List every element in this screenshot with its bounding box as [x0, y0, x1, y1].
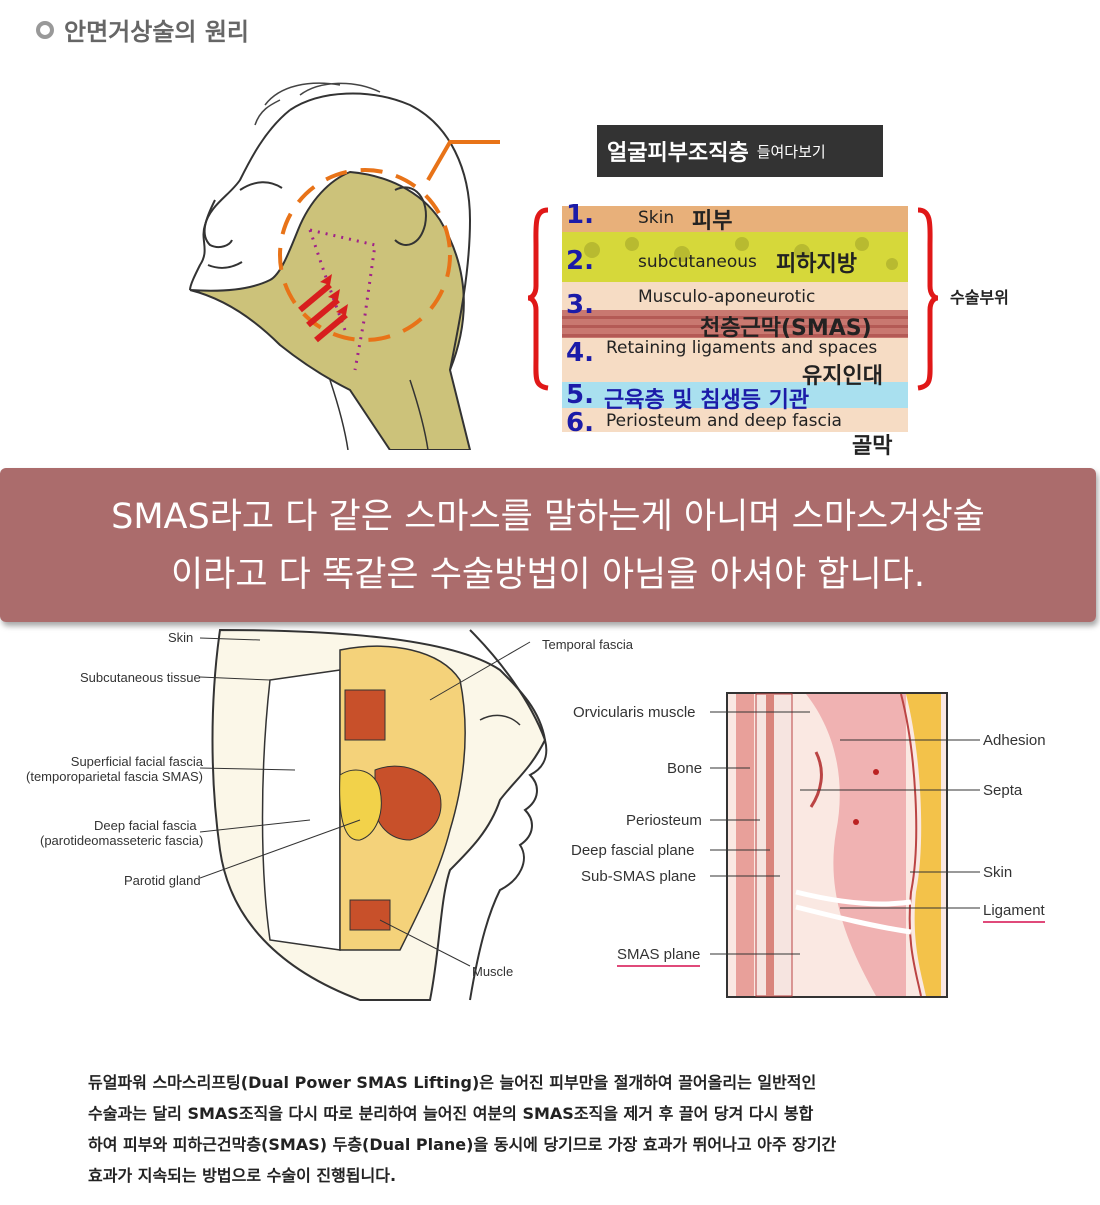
smas-top-band	[562, 282, 908, 310]
banner-line-2: 이라고 다 똑같은 수술방법이 아님을 아셔야 합니다.	[170, 555, 926, 595]
layer-3-en: Musculo-aponeurotic	[638, 287, 816, 307]
layer-6-en: Periosteum and deep fascia	[606, 411, 842, 431]
label-superficial-fascia-line2: (temporoparietal fascia SMAS)	[26, 769, 204, 784]
layer-1-number: 1.	[566, 200, 594, 230]
description-line-1: 듀얼파워 스마스리프팅(Dual Power SMAS Lifting)은 늘어…	[88, 1073, 817, 1092]
label-adhesion: Adhesion	[983, 732, 1046, 749]
surgery-area-label: 수술부위	[950, 288, 1009, 307]
ligament-layer-band	[562, 338, 908, 382]
label-parotid: Parotid gland	[124, 873, 201, 888]
layer-1-en: Skin	[638, 208, 675, 228]
callout-title: 얼굴피부조직층 들여다보기	[597, 125, 883, 177]
label-subcutaneous: Subcutaneous tissue	[80, 670, 201, 685]
description-line-2: 수술과는 달리 SMAS조직을 다시 따로 분리하여 늘어진 여분의 SMAS조…	[88, 1104, 814, 1123]
label-septa: Septa	[983, 782, 1023, 799]
notice-banner: SMAS라고 다 같은 스마스를 말하는게 아니며 스마스거상술 이라고 다 똑…	[0, 468, 1096, 622]
label-bone: Bone	[667, 760, 703, 777]
callout-main-label: 얼굴피부조직층	[607, 141, 749, 166]
label-orbicularis: Orvicularis muscle	[573, 704, 696, 721]
label-deep-fascial-plane: Deep fascial plane	[571, 842, 695, 859]
label-deep-fascia-line1: Deep facial fascia	[94, 818, 197, 833]
fat-globules	[584, 237, 898, 270]
label-muscle: Muscle	[472, 964, 514, 979]
description-text: 듀얼파워 스마스리프팅(Dual Power SMAS Lifting)은 늘어…	[88, 1067, 1018, 1191]
layer-4-ko: 유지인대	[802, 364, 883, 389]
description-line-4: 효과가 지속되는 방법으로 수술이 진행됩니다.	[88, 1166, 397, 1185]
layer-6-number: 6.	[566, 408, 594, 438]
fat-layer-band	[562, 232, 908, 282]
layer-2-en: subcutaneous	[638, 252, 757, 272]
layer-3-ko: 천층근막(SMAS)	[700, 316, 872, 341]
label-skin: Skin	[168, 630, 194, 645]
periosteum-layer-band	[562, 408, 908, 432]
layer-6-ko: 골막	[852, 434, 893, 459]
layer-2-number: 2.	[566, 246, 594, 276]
description-line-3: 하여 피부와 피하근건막층(SMAS) 두층(Dual Plane)을 동시에 …	[88, 1135, 837, 1154]
layer-2-ko: 피하지방	[776, 252, 857, 277]
layer-3-number: 3.	[566, 290, 594, 320]
layer-4-en: Retaining ligaments and spaces	[606, 338, 878, 358]
skin-layer-band	[562, 206, 908, 232]
label-smas-plane: SMAS plane	[617, 946, 701, 967]
label-sub-smas-plane: Sub-SMAS plane	[581, 868, 697, 885]
label-periosteum: Periosteum	[626, 812, 702, 829]
section-title: 안면거상술의 원리	[36, 12, 249, 47]
cross-section-illustration	[726, 692, 948, 998]
label-temporal-fascia: Temporal fascia	[542, 637, 634, 652]
label-superficial-fascia-line1: Superficial facial fascia	[70, 754, 204, 769]
callout-sub-label: 들여다보기	[756, 142, 826, 161]
layer-5-ko: 근육층 및 침생등 기관	[604, 388, 810, 413]
banner-line-1: SMAS라고 다 같은 스마스를 말하는게 아니며 스마스거상술	[111, 497, 985, 537]
layer-4-number: 4.	[566, 338, 594, 368]
face-illustration	[189, 82, 500, 450]
layer-5-number: 5.	[566, 380, 594, 410]
label-ligament: Ligament	[983, 902, 1045, 923]
surgery-bracket	[527, 207, 939, 391]
label-deep-fascia: Deep facial fascia (parotideomasseteric …	[40, 818, 203, 848]
section-leader-lines	[710, 711, 980, 955]
face-dissection-illustration	[200, 628, 548, 1001]
page-title: 안면거상술의 원리	[64, 18, 249, 46]
label-skin-right: Skin	[983, 864, 1013, 881]
circle-bullet-icon	[36, 20, 54, 39]
smas-layer-band	[562, 310, 908, 338]
label-superficial-fascia: Superficial facial fascia (temporopariet…	[26, 754, 204, 784]
label-deep-fascia-line2: (parotideomasseteric fascia)	[40, 833, 204, 848]
layer-1-ko: 피부	[692, 209, 733, 234]
muscle-layer-band	[562, 382, 908, 408]
